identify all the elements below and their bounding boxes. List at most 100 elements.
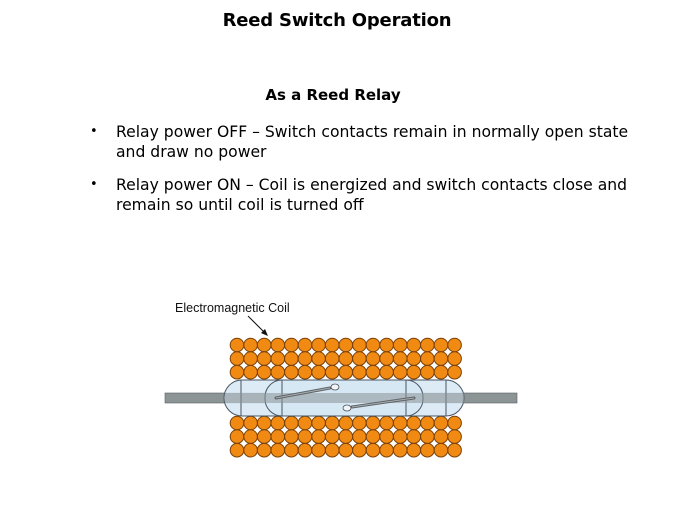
coil-winding <box>338 351 354 366</box>
coil-winding <box>447 364 462 380</box>
coil-winding <box>284 429 299 444</box>
slide-subtitle: As a Reed Relay <box>265 86 401 104</box>
pointer-arrow-icon <box>247 315 268 336</box>
coil-winding <box>379 429 394 444</box>
coil-winding <box>406 415 422 431</box>
coil-winding <box>379 442 394 458</box>
coil-winding <box>324 351 340 366</box>
coil-winding <box>311 351 326 366</box>
coil-winding <box>392 337 408 353</box>
coil-winding <box>447 337 462 353</box>
bullet-dot-icon: • <box>90 124 98 139</box>
coil-winding <box>420 415 435 431</box>
coil-winding <box>420 364 435 380</box>
coil-winding <box>352 429 367 444</box>
coil-winding <box>229 442 245 458</box>
coil-winding <box>324 337 340 353</box>
coil-winding <box>338 415 354 431</box>
coil-label: Electromagnetic Coil <box>175 301 290 315</box>
bullet-list: • Relay power OFF – Switch contacts rema… <box>88 122 648 228</box>
coil-winding <box>311 442 326 458</box>
coil-winding <box>406 429 422 444</box>
coil-winding <box>256 442 272 458</box>
coil-winding <box>406 364 422 380</box>
coil-winding <box>447 442 462 458</box>
coil-windings-top <box>229 337 462 380</box>
coil-winding <box>311 364 326 380</box>
coil-winding <box>406 337 422 353</box>
coil-winding <box>297 442 313 458</box>
coil-winding <box>243 429 258 444</box>
coil-winding <box>420 337 435 353</box>
coil-winding <box>324 442 340 458</box>
coil-winding <box>297 429 313 444</box>
coil-winding <box>420 442 435 458</box>
coil-winding <box>297 337 313 353</box>
coil-winding <box>433 337 449 353</box>
coil-winding <box>365 429 381 444</box>
coil-winding <box>352 442 367 458</box>
coil-winding <box>324 429 340 444</box>
coil-winding <box>352 364 367 380</box>
coil-winding <box>284 351 299 366</box>
coil-winding <box>392 442 408 458</box>
bullet-item: • Relay power ON – Coil is energized and… <box>88 175 648 215</box>
coil-winding <box>379 364 394 380</box>
coil-winding <box>256 429 272 444</box>
coil-winding <box>229 415 245 431</box>
coil-winding <box>270 364 286 380</box>
bullet-dot-icon: • <box>90 177 98 192</box>
coil-winding <box>433 351 449 366</box>
coil-winding <box>243 364 258 380</box>
coil-winding <box>229 429 245 444</box>
coil-winding <box>284 415 299 431</box>
coil-winding <box>284 442 299 458</box>
coil-winding <box>406 442 422 458</box>
coil-winding <box>338 337 354 353</box>
coil-winding <box>420 429 435 444</box>
coil-winding <box>433 442 449 458</box>
bullet-text: Relay power OFF – Switch contacts remain… <box>116 123 629 161</box>
coil-winding <box>379 351 394 366</box>
bullet-item: • Relay power OFF – Switch contacts rema… <box>88 122 648 162</box>
coil-winding <box>270 351 286 366</box>
coil-winding <box>229 364 245 380</box>
coil-winding <box>392 364 408 380</box>
reed-contact-right <box>342 396 416 412</box>
coil-winding <box>392 351 408 366</box>
coil-winding <box>270 429 286 444</box>
coil-winding <box>270 442 286 458</box>
coil-winding <box>256 337 272 353</box>
coil-winding <box>284 364 299 380</box>
coil-winding <box>256 415 272 431</box>
coil-winding <box>311 429 326 444</box>
coil-winding <box>243 351 258 366</box>
coil-winding <box>338 442 354 458</box>
coil-winding <box>229 337 245 353</box>
coil-winding <box>447 351 462 366</box>
coil-winding <box>243 415 258 431</box>
coil-winding <box>352 351 367 366</box>
coil-winding <box>311 337 326 353</box>
coil-winding <box>338 364 354 380</box>
coil-winding <box>433 429 449 444</box>
coil-winding <box>379 337 394 353</box>
coil-winding <box>229 351 245 366</box>
coil-winding <box>297 351 313 366</box>
coil-winding <box>365 442 381 458</box>
bullet-text: Relay power ON – Coil is energized and s… <box>116 176 628 214</box>
coil-winding <box>284 337 299 353</box>
coil-winding <box>243 442 258 458</box>
coil-winding <box>420 351 435 366</box>
coil-windings-bottom <box>229 415 462 458</box>
coil-winding <box>365 415 381 431</box>
coil-winding <box>243 337 258 353</box>
coil-winding <box>392 429 408 444</box>
coil-winding <box>352 337 367 353</box>
coil-winding <box>433 415 449 431</box>
coil-winding <box>352 415 367 431</box>
coil-winding <box>365 351 381 366</box>
coil-winding <box>433 364 449 380</box>
coil-winding <box>324 364 340 380</box>
